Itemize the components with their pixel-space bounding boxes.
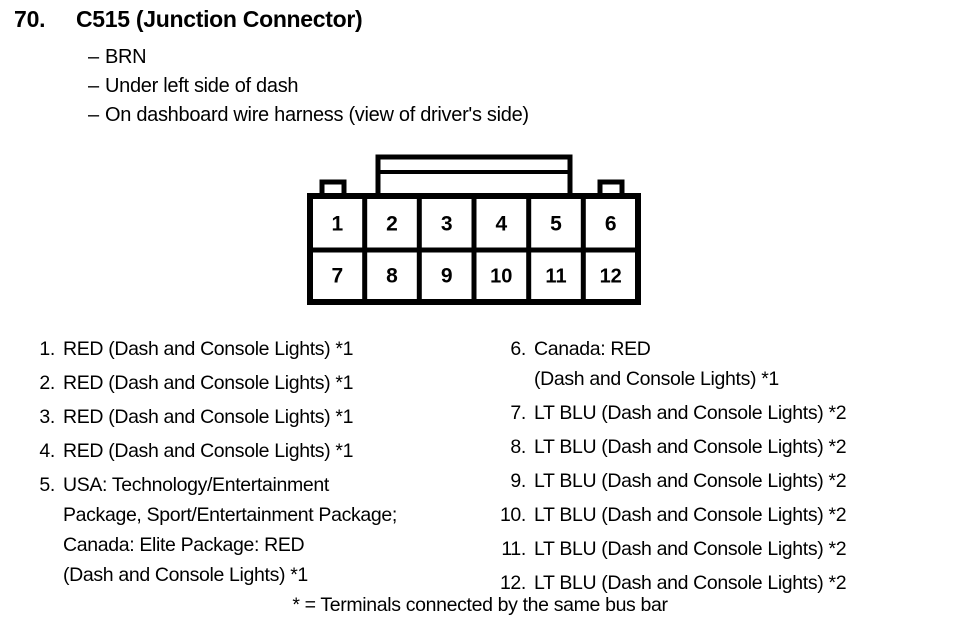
pin-item-number: 1. [39, 338, 55, 360]
list-item: 9. LT BLU (Dash and Console Lights) *2 [496, 466, 956, 496]
pin-item-description: RED (Dash and Console Lights) *1 [55, 402, 498, 432]
pin-item-number: 11. [501, 538, 526, 560]
pin-cell-3: 3 [441, 213, 453, 236]
pin-desc-line: Canada: Elite Package: RED [63, 534, 305, 556]
footnote: * = Terminals connected by the same bus … [292, 594, 668, 616]
page-title: 70. C515 (Junction Connector) [14, 6, 363, 33]
connector-title: C515 (Junction Connector) [76, 6, 363, 32]
note-text: Under left side of dash [105, 75, 299, 97]
pin-item-number: 2. [39, 372, 55, 394]
pin-desc-line: USA: Technology/Entertainment [63, 474, 329, 496]
note-text: BRN [105, 46, 147, 68]
pin-item-number: 3. [39, 406, 55, 428]
list-item: 1. RED (Dash and Console Lights) *1 [28, 334, 498, 364]
pin-desc-line: LT BLU (Dash and Console Lights) *2 [534, 572, 847, 594]
dash-glyph: – [88, 104, 99, 126]
pin-desc-line: LT BLU (Dash and Console Lights) *2 [534, 470, 847, 492]
pin-desc-line: RED (Dash and Console Lights) *1 [63, 440, 354, 462]
note-line-2: –Under left side of dash [88, 75, 299, 98]
note-line-3: –On dashboard wire harness (view of driv… [88, 104, 529, 127]
pin-item-description: LT BLU (Dash and Console Lights) *2 [526, 466, 956, 496]
pin-desc-line: (Dash and Console Lights) *1 [63, 564, 308, 586]
connector-latch-tab [375, 154, 573, 199]
pin-item-description: LT BLU (Dash and Console Lights) *2 [526, 398, 956, 428]
connector-notch-right [597, 179, 625, 196]
pin-item-number: 7. [510, 402, 526, 424]
pin-cell-6: 6 [605, 213, 617, 236]
pin-desc-line: RED (Dash and Console Lights) *1 [63, 406, 354, 428]
connector-diagram: 1 2 3 4 5 6 7 8 9 10 11 12 [300, 150, 650, 310]
list-item: 2. RED (Dash and Console Lights) *1 [28, 368, 498, 398]
pin-desc-line: LT BLU (Dash and Console Lights) *2 [534, 504, 847, 526]
dash-glyph: – [88, 46, 99, 68]
list-item: 7. LT BLU (Dash and Console Lights) *2 [496, 398, 956, 428]
pin-item-number: 5. [39, 474, 55, 496]
pin-item-description: LT BLU (Dash and Console Lights) *2 [526, 568, 956, 598]
pin-cell-7: 7 [331, 265, 343, 288]
pin-desc-line: LT BLU (Dash and Console Lights) *2 [534, 538, 847, 560]
note-text: On dashboard wire harness (view of drive… [105, 104, 529, 126]
list-item: 12. LT BLU (Dash and Console Lights) *2 [496, 568, 956, 598]
pin-desc-line: Package, Sport/Entertainment Package; [63, 504, 397, 526]
pin-item-number: 12. [499, 572, 526, 594]
pin-cell-1: 1 [331, 213, 343, 236]
pin-desc-line: RED (Dash and Console Lights) *1 [63, 338, 354, 360]
pin-item-description: RED (Dash and Console Lights) *1 [55, 436, 498, 466]
pin-cell-8: 8 [386, 265, 398, 288]
pin-item-number: 4. [39, 440, 55, 462]
pin-cell-5: 5 [550, 213, 562, 236]
pin-item-description: RED (Dash and Console Lights) *1 [55, 334, 498, 364]
pin-item-description: Canada: RED (Dash and Console Lights) *1 [526, 334, 956, 394]
pin-desc-line: RED (Dash and Console Lights) *1 [63, 372, 354, 394]
pin-item-number: 9. [510, 470, 526, 492]
item-number: 70. [14, 6, 46, 32]
list-item: 8. LT BLU (Dash and Console Lights) *2 [496, 432, 956, 462]
list-item: 6. Canada: RED (Dash and Console Lights)… [496, 334, 956, 394]
pin-desc-line: LT BLU (Dash and Console Lights) *2 [534, 436, 847, 458]
pin-item-description: LT BLU (Dash and Console Lights) *2 [526, 432, 956, 462]
list-item: 4. RED (Dash and Console Lights) *1 [28, 436, 498, 466]
list-item: 11. LT BLU (Dash and Console Lights) *2 [496, 534, 956, 564]
list-item: 5. USA: Technology/Entertainment Package… [28, 470, 498, 590]
list-item: 3. RED (Dash and Console Lights) *1 [28, 402, 498, 432]
pin-cell-9: 9 [441, 265, 453, 288]
pin-item-description: RED (Dash and Console Lights) *1 [55, 368, 498, 398]
pin-desc-line: (Dash and Console Lights) *1 [534, 368, 779, 390]
pin-cell-12: 12 [600, 265, 622, 287]
pin-description-list-left: 1. RED (Dash and Console Lights) *1 2. R… [28, 334, 498, 594]
pin-desc-line: LT BLU (Dash and Console Lights) *2 [534, 402, 847, 424]
pin-cell-2: 2 [386, 213, 398, 236]
pin-cell-11: 11 [545, 265, 566, 287]
note-line-1: –BRN [88, 46, 147, 69]
pin-item-number: 10. [499, 504, 526, 526]
pin-desc-line: Canada: RED [534, 338, 651, 360]
pin-item-number: 8. [510, 436, 526, 458]
pin-item-description: LT BLU (Dash and Console Lights) *2 [526, 534, 956, 564]
pin-item-description: LT BLU (Dash and Console Lights) *2 [526, 500, 956, 530]
list-item: 10. LT BLU (Dash and Console Lights) *2 [496, 500, 956, 530]
pin-cell-10: 10 [490, 265, 512, 287]
pin-item-description: USA: Technology/Entertainment Package, S… [55, 470, 498, 590]
dash-glyph: – [88, 75, 99, 97]
pin-description-list-right: 6. Canada: RED (Dash and Console Lights)… [496, 334, 956, 602]
pin-item-number: 6. [510, 338, 526, 360]
connector-notch-left [319, 179, 347, 196]
pin-cell-4: 4 [495, 213, 507, 236]
